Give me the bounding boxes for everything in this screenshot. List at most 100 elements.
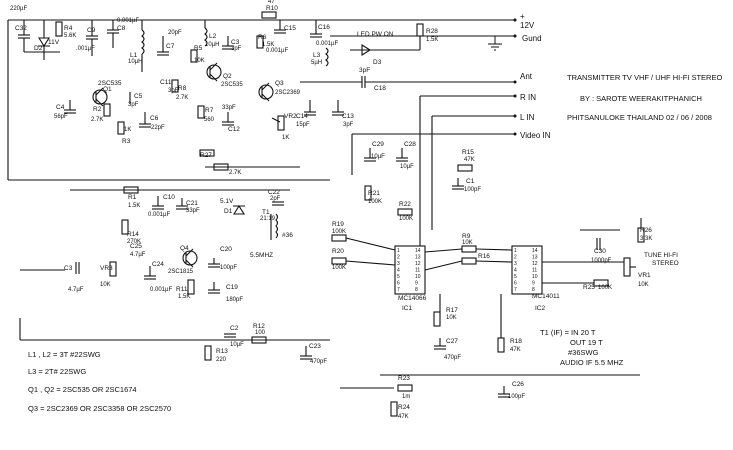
- c20-label: C20: [220, 246, 232, 253]
- c11-value: 3pF: [168, 88, 179, 94]
- r1-label: R1: [128, 194, 137, 201]
- r21-label: R21: [368, 190, 380, 197]
- r4-value: 5.6K: [64, 33, 76, 39]
- ic1: MC14066 IC1: [394, 245, 427, 312]
- r22-label: R22: [399, 201, 411, 208]
- r10-label: R10: [266, 5, 278, 12]
- ant-terminal: Ant: [520, 72, 533, 81]
- ic1-pin-7: 7: [397, 287, 400, 293]
- r25-label: R25: [583, 284, 595, 291]
- ic2-pin-2: 2: [514, 255, 517, 261]
- audio-input-caps: C29 10µF C28 10µF R15 47K C1 100pF R21 1…: [364, 141, 481, 222]
- note-q1-q2: Q1 , Q2 = 2SC535 OR 2SC1674: [28, 385, 137, 394]
- c6-label: C6: [150, 115, 159, 122]
- ic2-label: IC2: [535, 305, 546, 312]
- r4-label: R4: [64, 25, 73, 32]
- c32-label: C32: [15, 25, 27, 32]
- c3-bottom-label: C3: [64, 265, 73, 272]
- r-in-terminal: R IN: [520, 93, 536, 102]
- c7-label: C7: [166, 43, 175, 50]
- c27-label: C27: [446, 338, 458, 345]
- c1-value: 100pF: [464, 187, 481, 193]
- d2-label: D2: [34, 45, 43, 52]
- r28-label: R28: [426, 28, 438, 35]
- t1-value: 21:19: [260, 216, 276, 222]
- q4-label: Q4: [180, 245, 189, 252]
- r13-label: R13: [216, 348, 228, 355]
- r6-label: R6: [258, 34, 267, 41]
- c21-value: 33pF: [186, 208, 200, 214]
- l3-value: 5µH: [311, 60, 322, 66]
- c12-cap-value: 33pF: [222, 105, 236, 111]
- l2-label: L2: [209, 33, 217, 40]
- c20-value: 100pF: [220, 265, 237, 271]
- c24-value: 0.001µF: [150, 287, 172, 293]
- rf-oscillator-section: L1 10µH C7 20pF L2 10µH C3 3pF R5 10K 2S…: [54, 20, 300, 176]
- input-terminals: Ant R IN L IN Video IN: [351, 72, 551, 260]
- r25-value: 100K: [598, 285, 612, 291]
- vr3-label: VR3: [100, 265, 113, 272]
- r11-value: 1.5K: [178, 294, 190, 300]
- l1-label: L1: [130, 52, 138, 59]
- c22-value: 2pF: [270, 196, 281, 202]
- r9-value: 10K: [462, 240, 473, 246]
- r20-value: 100K: [332, 265, 346, 271]
- q2-value: 2SC535: [221, 82, 243, 88]
- r24-value: 47K: [398, 414, 409, 420]
- note-q3: Q3 = 2SC2369 OR 2SC3358 OR 2SC2570: [28, 404, 171, 413]
- c5-label: C5: [134, 93, 143, 100]
- ic1-pin-10: 10: [415, 274, 421, 280]
- ic2-pin-7: 7: [514, 287, 517, 293]
- rail-cap-label: 220µF: [10, 6, 27, 12]
- ic2-pin-14: 14: [532, 248, 538, 254]
- note-l3: L3 = 2T# 22SWG: [28, 367, 86, 376]
- r8-value: 2.7K: [176, 95, 188, 101]
- led-label: LED PW ON: [357, 31, 394, 38]
- ic2-pin-11: 11: [532, 268, 537, 274]
- r3-value: 1K: [124, 127, 131, 133]
- rf-output-stage: R10 47 C15 0.001µF R6 1.5K C16 0.001µF L…: [256, 0, 517, 141]
- l3-label: L3: [313, 52, 321, 59]
- ic1-pin-1: 1: [397, 248, 400, 254]
- ic2-pin-9: 9: [532, 281, 535, 287]
- q2-label: Q2: [223, 73, 232, 80]
- c9-value: .001µF: [76, 46, 95, 52]
- r15-label: R15: [462, 149, 474, 156]
- q4-value: 2SC1815: [168, 269, 194, 275]
- ic2-pin-13: 13: [532, 255, 538, 261]
- c7-value: 20pF: [168, 30, 182, 36]
- r1-value: 1.5K: [128, 203, 140, 209]
- c13-value: 3pF: [343, 122, 354, 128]
- v12-label: 12V: [520, 21, 535, 30]
- r15-value: 47K: [464, 157, 475, 163]
- tune-label-2: STEREO: [652, 260, 679, 267]
- ic1-pin-12: 12: [415, 261, 421, 267]
- top-left-components: C32 D2 11V R4 5.6K C9 .001µF C8 0.001µF: [15, 18, 139, 60]
- c15-value: 0.001µF: [266, 48, 288, 54]
- c19-label: C19: [226, 284, 238, 291]
- l2-value: 10µH: [205, 42, 219, 48]
- ic2-pin-8: 8: [532, 287, 535, 293]
- c23-value: 470pF: [310, 359, 327, 365]
- stereo-encoder-parts: R19 100K R20 100K R9 10K R16 R17 10K C27…: [331, 221, 679, 400]
- ic2-pin-5: 5: [514, 274, 517, 280]
- c12-label: C12: [228, 126, 240, 133]
- r27-label: R27: [200, 152, 212, 159]
- c25-value: 4.7µF: [130, 252, 146, 258]
- r24-label: R24: [398, 404, 410, 411]
- r13-value: 220: [216, 357, 227, 363]
- c26-value: 100pF: [508, 394, 525, 400]
- r22-value: 100K: [399, 216, 413, 222]
- t1-spec-notes: T1 (IF) = IN 20 T OUT 19 T #36SWG AUDIO …: [540, 328, 624, 367]
- c22-label: C22: [268, 189, 280, 196]
- vr3-value: 10K: [100, 282, 111, 288]
- note-l1-l2: L1 , L2 = 3T #22SWG: [28, 350, 101, 359]
- gnd-terminal-label: Gund: [522, 34, 542, 43]
- c8-value: 0.001µF: [117, 18, 139, 24]
- r17-label: R17: [446, 307, 458, 314]
- c21-label: C21: [186, 200, 198, 207]
- q3-label: Q3: [275, 80, 284, 87]
- c5-value: 3pF: [128, 102, 139, 108]
- t1-spec-b: OUT 19 T: [570, 338, 603, 347]
- r18-value: 47K: [510, 347, 521, 353]
